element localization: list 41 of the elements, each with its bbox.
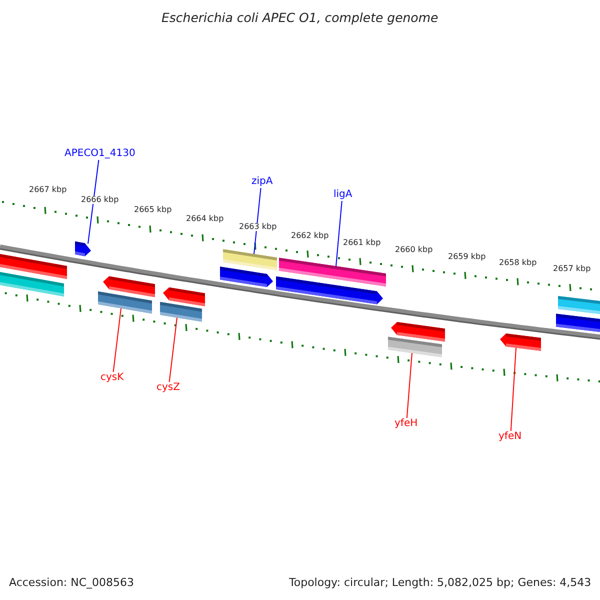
tick-label: 2660 kbp (395, 246, 433, 254)
gene-label: zipA (252, 177, 273, 187)
leader-line (336, 200, 342, 267)
leader-line (254, 188, 262, 254)
gene-feature (163, 287, 205, 306)
leader-line (112, 308, 122, 372)
gene-label: yfeN (498, 432, 522, 442)
gene-feature (556, 314, 600, 332)
gene-feature (75, 241, 91, 256)
tick-label: 2667 kbp (29, 186, 67, 194)
gene-label: yfeH (394, 419, 418, 429)
tick-label: 2665 kbp (134, 206, 172, 214)
accession-text: Accession: NC_008563 (9, 576, 134, 588)
leader-line (406, 352, 412, 418)
tick-label: 2664 kbp (186, 215, 224, 223)
gene-feature (558, 296, 600, 315)
gene-feature (160, 302, 202, 322)
gene-feature (391, 322, 445, 342)
tick-label: 2666 kbp (81, 196, 119, 204)
gene-label: cysZ (156, 383, 180, 393)
leader-line (510, 347, 516, 432)
leader-line (88, 160, 100, 244)
gene-label: ligA (334, 190, 352, 200)
tick-label: 2661 kbp (343, 239, 381, 247)
tick-label: 2663 kbp (239, 223, 277, 231)
tick-label: 2658 kbp (499, 259, 537, 267)
gene-feature (220, 266, 273, 287)
gene-feature (279, 258, 386, 286)
title: Escherichia coli APEC O1, complete genome (162, 12, 438, 24)
tick-label: 2659 kbp (448, 253, 486, 261)
gene-feature (103, 276, 155, 298)
gene-feature (388, 336, 442, 358)
gene-label: APECO1_4130 (64, 149, 136, 159)
tick-label: 2662 kbp (291, 232, 329, 240)
gene-feature (223, 249, 277, 270)
tick-label: 2657 kbp (553, 265, 591, 273)
gene-label: cysK (100, 373, 124, 383)
genome-info-text: Topology: circular; Length: 5,082,025 bp; Genes: 4,543 (289, 576, 592, 588)
gene-feature (0, 271, 64, 296)
leader-line (168, 317, 178, 382)
gene-feature (500, 334, 541, 351)
